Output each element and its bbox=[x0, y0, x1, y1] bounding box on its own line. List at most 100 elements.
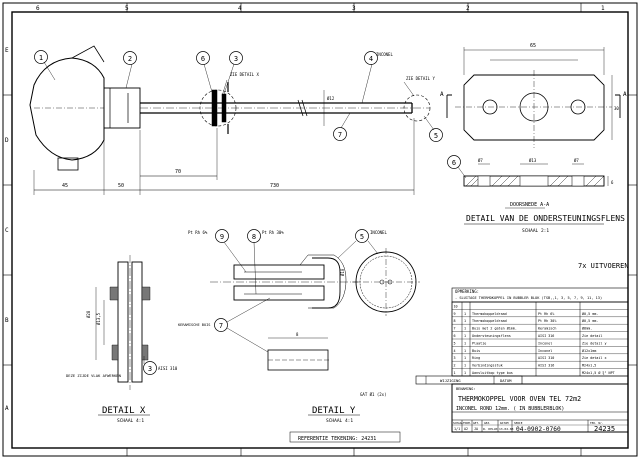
balloon-3: 3 bbox=[234, 55, 238, 63]
title-benaming-label: BENAMING: bbox=[456, 387, 475, 391]
balloon-8: 8 bbox=[252, 233, 256, 241]
val-tek: 24235 bbox=[594, 425, 615, 433]
parts-cell-dim: Zie detail y bbox=[582, 341, 607, 345]
detail-x-drawing bbox=[95, 255, 157, 390]
parts-cell-mat: AISI 316 bbox=[538, 334, 554, 338]
balloon-6: 6 bbox=[201, 55, 205, 63]
parts-cell-mat: Pt Rh 6% bbox=[538, 312, 554, 316]
parts-cell-n: 4 bbox=[454, 349, 456, 353]
drawing-title-line1: THERMOKOPPEL VOOR OVEN TEL 72m2 bbox=[458, 395, 581, 403]
dim-phi7-right: Ø7 bbox=[574, 158, 579, 163]
balloon-5: 5 bbox=[434, 132, 438, 140]
parts-cell-n: 7 bbox=[454, 327, 456, 331]
hdr-tek: TEK. Nr. bbox=[590, 421, 604, 425]
dim-phi28: Ø28 bbox=[86, 310, 91, 318]
section-marker-left: A bbox=[440, 91, 444, 98]
inner-border bbox=[11, 11, 629, 449]
parts-cell-n: 5 bbox=[454, 341, 456, 345]
parts-cell-mat: AISI 310 bbox=[538, 356, 554, 360]
detail-x-scale: SCHAAL 4:1 bbox=[117, 418, 144, 424]
flange-detail-drawing bbox=[446, 47, 621, 187]
grid-col-5: 5 bbox=[125, 5, 129, 12]
parts-cell-n: 6 bbox=[454, 334, 456, 338]
parts-cell-name: Aansluitkop type bus bbox=[472, 371, 513, 375]
parts-cell-n: 1 bbox=[454, 371, 456, 375]
notes-text: - SLUITAGE THERMOKOPPEL IN BUBBLER BLOK … bbox=[455, 296, 602, 300]
balloon-9: 9 bbox=[220, 233, 224, 241]
section-marker-right: A bbox=[623, 91, 627, 98]
parts-cell-name: Verbindingsstuk bbox=[472, 364, 503, 368]
grid-row-b: B bbox=[5, 317, 9, 324]
parts-cell-q: 1 bbox=[464, 364, 466, 368]
dim-45: 45 bbox=[62, 183, 68, 189]
parts-cell-name: Plaatje bbox=[472, 341, 486, 345]
grid-col-1: 1 bbox=[601, 5, 605, 12]
balloon-3-detail-x: 3 bbox=[148, 365, 152, 373]
parts-cell-q: 1 bbox=[464, 341, 466, 345]
dim-phi10: Ø10 bbox=[340, 268, 345, 276]
wire-pt-rh30: Pt Rh 30% bbox=[262, 230, 284, 235]
balloon-6-flange: 6 bbox=[452, 159, 456, 167]
dim-70: 70 bbox=[175, 169, 181, 175]
grid-col-6: 6 bbox=[36, 5, 40, 12]
grid-row-c: C bbox=[5, 227, 9, 234]
val-serie: 04-0902-0760 bbox=[516, 426, 561, 433]
grid-ticks bbox=[3, 3, 637, 456]
parts-cell-dim: Ø8mm. bbox=[582, 326, 592, 331]
drawing-title-line2: INCONEL ROND 12mm. ( IN BUBBLERBLOK) bbox=[456, 406, 564, 412]
flange-detail-title: DETAIL VAN DE ONDERSTEUNINGSFLENS bbox=[466, 214, 625, 223]
parts-cell-name: Buis bbox=[472, 349, 480, 353]
grid-row-a: A bbox=[5, 405, 9, 412]
parts-cell-q: 1 bbox=[464, 319, 466, 323]
dim-50: 50 bbox=[118, 183, 124, 189]
parts-cell-name: Thermokoppeldraad bbox=[472, 312, 507, 316]
parts-cell-n: 2 bbox=[454, 364, 456, 368]
title-block bbox=[289, 383, 629, 443]
detail-x-title: DETAIL X bbox=[102, 406, 146, 416]
dim-phi7-left: Ø7 bbox=[478, 158, 483, 163]
thermocouple-assembly bbox=[29, 45, 431, 195]
detail-y-scale: SCHAAL 4:1 bbox=[326, 418, 353, 424]
rev-header-change: WIJZIGING bbox=[440, 378, 461, 383]
balloon-group-main bbox=[34, 50, 443, 142]
parts-cell-n: 8 bbox=[454, 319, 456, 323]
parts-cell-mat: Inconel bbox=[538, 341, 552, 345]
grid-row-e: E bbox=[5, 47, 9, 54]
parts-cell-name: Ring bbox=[472, 356, 480, 360]
balloon-1: 1 bbox=[39, 54, 43, 62]
val-get: JA bbox=[474, 427, 478, 431]
parts-cell-name: Buis met 2 gaten Ø1mm. bbox=[472, 326, 517, 331]
inconel-detail-y: INCONEL bbox=[370, 230, 387, 235]
notes-title: OPMERKING: bbox=[455, 289, 479, 294]
val-datum: 13-02-88 bbox=[499, 427, 514, 431]
dim-65: 65 bbox=[530, 43, 536, 49]
material-aisi310: AISI 310 bbox=[158, 366, 178, 371]
parts-cell-q: 1 bbox=[464, 349, 466, 353]
parts-cell-name: Ondersteuningsflens bbox=[472, 334, 511, 338]
detail-y-ref: ZIE DETAIL Y bbox=[406, 76, 435, 81]
dim-730: 730 bbox=[270, 183, 279, 189]
dim-8: 8 bbox=[296, 332, 299, 337]
parts-cell-n: 9 bbox=[454, 312, 456, 316]
detail-x-ref: ZIE DETAIL X bbox=[230, 72, 259, 77]
dim-6: 6 bbox=[611, 180, 614, 185]
rev-header-date: DATUM bbox=[500, 378, 512, 383]
parts-cell-dim: M24x1,5 Ø ¾" NPT bbox=[582, 370, 615, 376]
parts-cell-q: 1 bbox=[464, 334, 466, 338]
hdr-get: GET. bbox=[473, 421, 480, 425]
dim-phi13-5: Ø13,5 bbox=[96, 312, 101, 325]
section-title: DOORSNEDE A-A bbox=[510, 202, 549, 208]
balloon-2: 2 bbox=[128, 55, 132, 63]
val-gez: R. DELUX bbox=[483, 427, 498, 431]
grid-col-2: 2 bbox=[466, 5, 470, 12]
reference-drawing: REFERENTIE TEKENING: 24231 bbox=[298, 436, 376, 442]
parts-cell-n: 10 bbox=[454, 304, 458, 308]
outer-border bbox=[2, 2, 638, 457]
grid-col-4: 4 bbox=[238, 5, 242, 12]
hdr-datum: DATUM bbox=[500, 421, 509, 425]
parts-cell-dim: Ø0,5 mm. bbox=[582, 311, 598, 316]
balloon-7: 7 bbox=[338, 131, 342, 139]
inconel-label: INCONEL bbox=[376, 52, 393, 57]
